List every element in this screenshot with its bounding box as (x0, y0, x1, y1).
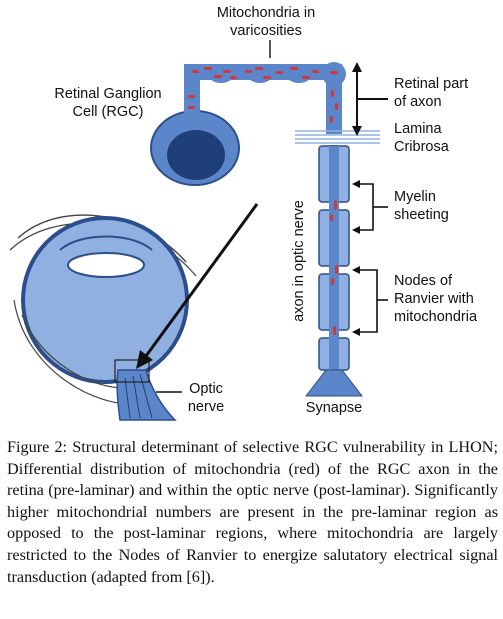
figure-diagram: Mitochondria in varicosities Retinal Gan… (9, 5, 478, 421)
label-synapse: Synapse (305, 400, 363, 416)
label-myelin: Myelin sheeting (394, 189, 449, 223)
pointer-arrows (136, 40, 388, 393)
rgc-cell-body (150, 110, 240, 186)
label-axon-optic-nerve: axon in optic nerve (291, 200, 307, 322)
label-retinal-axon: Retinal part of axon (394, 76, 469, 110)
eye-lens (67, 252, 145, 278)
optic-nerve-axon (304, 145, 364, 397)
lamina-cribrosa (295, 130, 380, 144)
label-rgc: Retinal Ganglion Cell (RGC) (54, 86, 162, 120)
retinal-mitochondria (188, 67, 338, 123)
synapse-terminal (304, 369, 364, 397)
optic-disc-box (114, 359, 150, 383)
eye-illustration (9, 214, 197, 421)
label-nodes-ranvier: Nodes of Ranvier with mitochondria (394, 273, 478, 325)
label-optic-nerve: Optic nerve (187, 381, 225, 415)
figure-caption: Figure 2: Structural determinant of sele… (7, 438, 498, 586)
rgc-nucleus (167, 130, 225, 180)
node-mitochondria (330, 200, 338, 335)
label-mitochondria-varicosities: Mitochondria in varicosities (216, 5, 316, 39)
label-lamina-cribrosa: Lamina Cribrosa (394, 121, 449, 155)
